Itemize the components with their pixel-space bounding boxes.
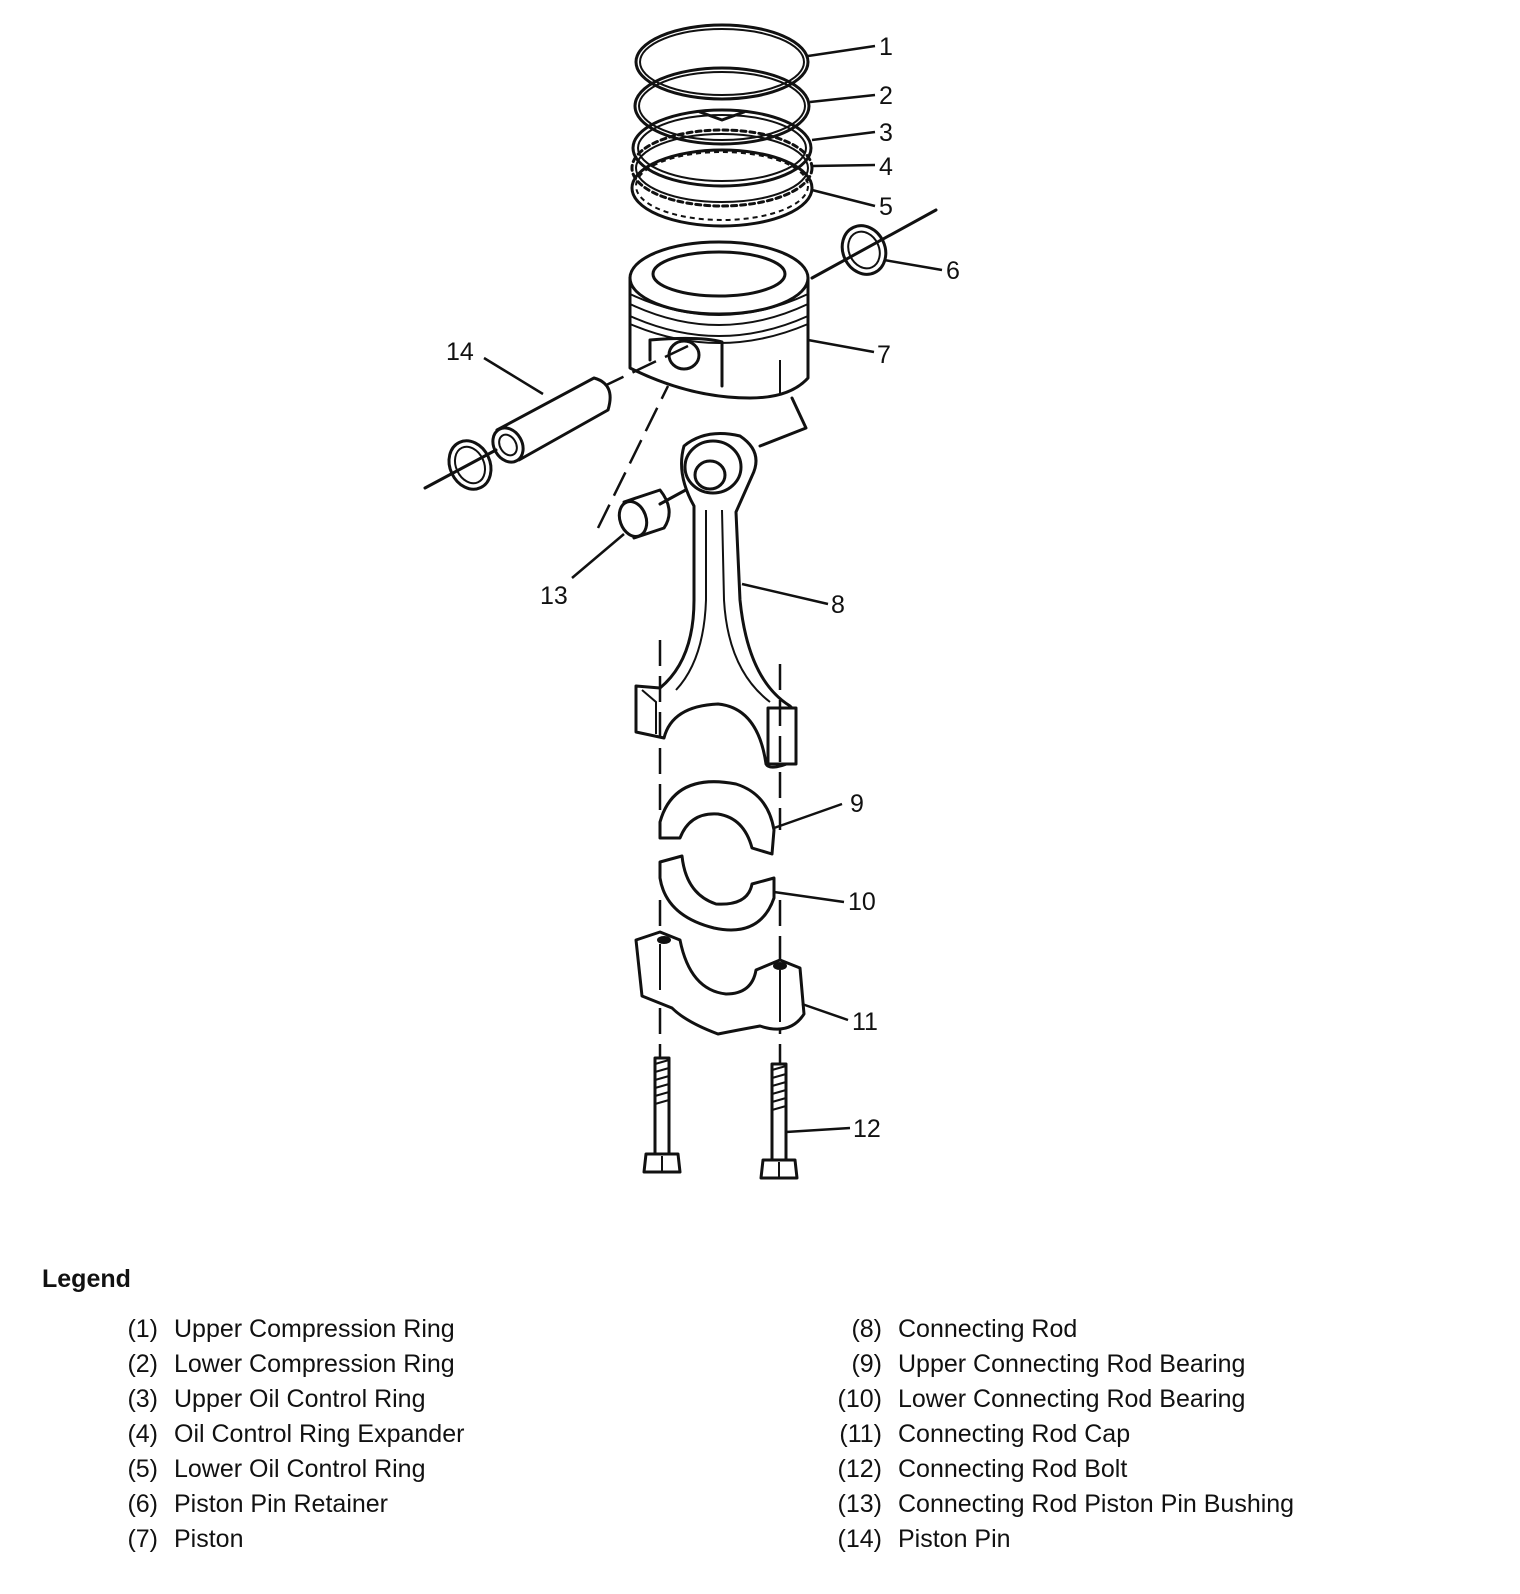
legend-number: (5) [127,1455,158,1483]
legend-label: Upper Oil Control Ring [174,1385,426,1413]
callout-6: 6 [946,257,960,285]
legend-label: Lower Oil Control Ring [174,1455,426,1483]
legend-label: Piston [174,1525,244,1553]
oil-control-ring-expander [630,128,814,208]
callout-11: 11 [852,1008,878,1036]
legend-right-column: (8) Connecting Rod (9) Upper Connecting Ro… [826,1312,1295,1557]
legend-item-5: (5) Lower Oil Control Ring [102,1452,464,1487]
legend-item-8: (8) Connecting Rod [826,1312,1294,1347]
callout-10: 10 [848,888,876,916]
callout-4: 4 [879,153,893,181]
legend-number: (14) [837,1525,882,1553]
legend-label: Upper Connecting Rod Bearing [898,1350,1246,1378]
legend-label: Oil Control Ring Expander [174,1420,465,1448]
upper-compression-ring [634,23,810,101]
legend-item-10: (10) Lower Connecting Rod Bearing [826,1382,1294,1417]
legend-item-11: (11) Connecting Rod Cap [826,1417,1294,1452]
exploded-piston-assembly-diagram: 1 2 3 4 5 6 7 14 8 13 9 10 11 12 [423,23,960,1180]
legend-item-4: (4) Oil Control Ring Expander [102,1417,464,1452]
piston [628,240,810,400]
legend-label: Connecting Rod Bolt [898,1455,1128,1483]
connecting-rod-bolt-right [759,1062,799,1180]
callout-2: 2 [879,82,893,110]
callout-13: 13 [540,582,568,610]
legend-number: (4) [127,1420,158,1448]
upper-oil-control-ring [631,108,813,188]
connecting-rod-cap [634,930,806,1036]
callout-1: 1 [879,33,893,61]
legend-item-9: (9) Upper Connecting Rod Bearing [826,1347,1294,1382]
connecting-rod-bolt-left [642,1056,682,1174]
legend-number: (3) [127,1385,158,1413]
callout-5: 5 [879,193,893,221]
callout-14: 14 [446,338,474,366]
upper-connecting-rod-bearing [658,780,776,856]
legend-item-13: (13) Connecting Rod Piston Pin Bushing [826,1487,1295,1522]
legend-left-column: (1) Upper Compression Ring (2) Lower Compr… [102,1312,464,1557]
legend-number: (9) [851,1350,882,1378]
legend-item-1: (1) Upper Compression Ring [102,1312,464,1347]
legend-item-14: (14) Piston Pin [826,1522,1294,1557]
legend-number: (10) [837,1385,882,1413]
legend-label: Connecting Rod [898,1315,1078,1343]
legend-label: Piston Pin Retainer [174,1490,389,1518]
legend-number: (2) [127,1350,158,1378]
callout-12: 12 [853,1115,881,1143]
piston-pin [491,376,612,464]
callout-3: 3 [879,119,893,147]
legend-label: Connecting Rod Piston Pin Bushing [898,1490,1295,1518]
callout-9: 9 [850,790,864,818]
legend-title: Legend [42,1265,131,1293]
legend-label: Piston Pin [898,1525,1011,1553]
legend-number: (1) [127,1315,158,1343]
legend-number: (11) [839,1420,882,1448]
legend-item-3: (3) Upper Oil Control Ring [102,1382,464,1417]
legend-number: (8) [851,1315,882,1343]
legend-item-12: (12) Connecting Rod Bolt [826,1452,1294,1487]
legend-item-6: (6) Piston Pin Retainer [102,1487,464,1522]
legend-label: Lower Compression Ring [174,1350,455,1378]
legend-number: (6) [127,1490,158,1518]
legend-number: (7) [127,1525,158,1553]
legend-number: (13) [837,1490,882,1518]
callout-7: 7 [877,341,891,369]
connecting-rod [634,432,798,769]
legend-label: Lower Connecting Rod Bearing [898,1385,1246,1413]
legend-item-2: (2) Lower Compression Ring [102,1347,464,1382]
legend-number: (12) [837,1455,882,1483]
legend-label: Upper Compression Ring [174,1315,455,1343]
callout-8: 8 [831,591,845,619]
lower-connecting-rod-bearing [658,854,776,932]
legend-item-7: (7) Piston [102,1522,464,1557]
lower-oil-control-ring [630,148,814,228]
legend-label: Connecting Rod Cap [898,1420,1131,1448]
connecting-rod-piston-pin-bushing [617,488,671,540]
lower-compression-ring [633,66,811,146]
